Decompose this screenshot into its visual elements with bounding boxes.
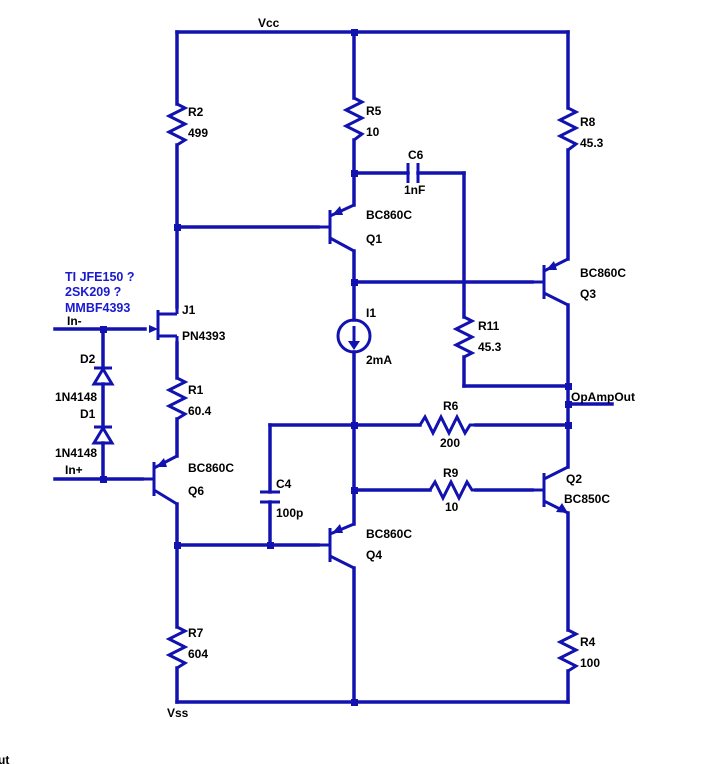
- d2-part: 1N4148: [55, 390, 97, 404]
- r5-ref: R5: [366, 104, 382, 118]
- r8-value: 45.3: [580, 136, 604, 150]
- c4-ref: C4: [276, 477, 292, 491]
- wires: [53, 30, 614, 704]
- note-line-2: 2SK209 ?: [65, 285, 121, 299]
- i1-ref: I1: [366, 306, 376, 320]
- jfet-j1: [149, 307, 179, 343]
- transistor-q3: [532, 257, 569, 307]
- r2-ref: R2: [188, 105, 204, 119]
- resistor-r5: [342, 96, 366, 142]
- in-plus-label: In+: [65, 463, 83, 477]
- d2-ref: D2: [80, 352, 96, 366]
- transistor-q1: [318, 203, 355, 253]
- r8-ref: R8: [580, 115, 596, 129]
- capacitor-c6: [406, 163, 420, 183]
- transistor-q6: [142, 454, 178, 506]
- resistor-r11: [452, 315, 476, 359]
- diode-d2: [91, 366, 115, 386]
- c6-value: 1nF: [404, 183, 425, 197]
- note-line-3: MMBF4393: [65, 301, 130, 315]
- r1-value: 60.4: [188, 404, 212, 418]
- r1-ref: R1: [188, 383, 204, 397]
- i1-value: 2mA: [366, 353, 392, 367]
- r11-ref: R11: [478, 319, 500, 333]
- transistor-q2: [532, 465, 569, 515]
- resistor-r8: [556, 106, 580, 152]
- vss-label: Vss: [167, 706, 189, 720]
- q2-ref: Q2: [566, 472, 582, 486]
- r11-value: 45.3: [478, 340, 502, 354]
- transistor-q4: [318, 522, 355, 570]
- resistor-r9: [428, 478, 476, 502]
- diode-d1: [91, 425, 115, 445]
- r7-ref: R7: [188, 626, 204, 640]
- resistor-r2: [165, 102, 189, 147]
- r6-value: 200: [440, 436, 460, 450]
- r9-ref: R9: [443, 466, 459, 480]
- junction-dots: [100, 29, 572, 706]
- current-source-i1: [336, 318, 372, 354]
- q4-part: BC860C: [366, 527, 412, 541]
- r4-ref: R4: [580, 635, 596, 649]
- r6-ref: R6: [443, 399, 459, 413]
- vcc-label: Vcc: [258, 16, 280, 30]
- r9-value: 10: [445, 500, 459, 514]
- note-line-1: TI JFE150 ?: [65, 270, 134, 284]
- capacitor-c4: [260, 490, 280, 504]
- q3-part: BC860C: [580, 266, 626, 280]
- c6-ref: C6: [408, 148, 424, 162]
- q1-ref: Q1: [366, 232, 382, 246]
- r5-value: 10: [366, 125, 380, 139]
- r7-value: 604: [188, 647, 208, 661]
- r4-value: 100: [580, 656, 600, 670]
- d1-ref: D1: [80, 407, 96, 421]
- resistor-r7: [165, 625, 189, 670]
- j1-ref: J1: [182, 303, 196, 317]
- c4-value: 100p: [276, 506, 303, 520]
- q6-part: BC860C: [188, 461, 234, 475]
- resistor-r6: [418, 413, 476, 437]
- q2-part: BC850C: [564, 492, 610, 506]
- q4-ref: Q4: [366, 548, 382, 562]
- q1-part: BC860C: [366, 208, 412, 222]
- d1-part: 1N4148: [55, 446, 97, 460]
- in-minus-label: In-: [67, 314, 82, 328]
- opamp-out-label: OpAmpOut: [571, 390, 635, 404]
- edge-fragment-label: ut: [0, 753, 9, 764]
- resistor-r1: [165, 376, 189, 421]
- j1-part: PN4393: [182, 329, 226, 343]
- resistor-r4: [556, 628, 580, 673]
- q3-ref: Q3: [580, 287, 596, 301]
- r2-value: 499: [188, 126, 208, 140]
- q6-ref: Q6: [188, 484, 204, 498]
